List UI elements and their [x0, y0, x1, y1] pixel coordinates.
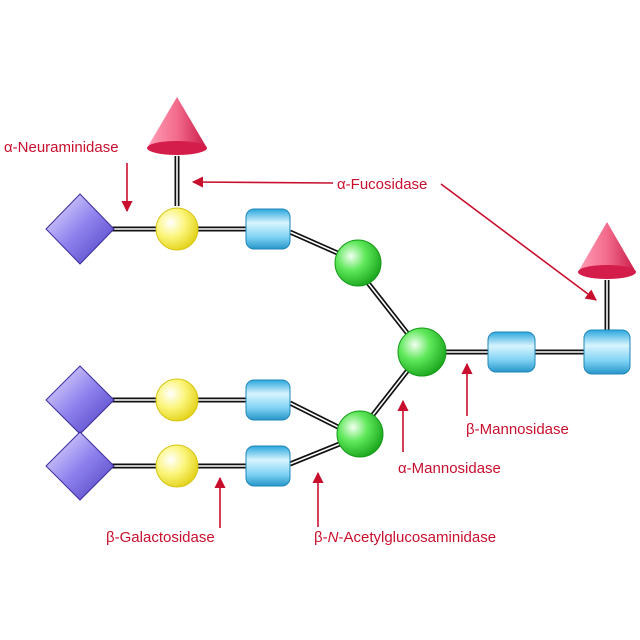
- alpha-mannosidase-label: α-Mannosidase: [398, 460, 501, 477]
- fucosidase-arrow-left: [191, 176, 334, 188]
- fucosidase-arrow-right: [440, 183, 597, 301]
- sialic-acid-diamond: [45, 365, 115, 435]
- bond: [366, 281, 410, 336]
- sialic-acid-diamond: [45, 431, 115, 501]
- bond: [370, 368, 410, 418]
- enzyme-arrows: [121, 163, 597, 528]
- fucose-cone: [147, 97, 207, 155]
- galactose-circle: [155, 444, 199, 488]
- mannose-circle: [397, 327, 447, 377]
- fucosidase-label: α-Fucosidase: [337, 176, 427, 193]
- sialic-acid-diamond: [45, 193, 115, 265]
- glycosidic-bonds: [112, 156, 610, 469]
- galactose-circle: [155, 207, 199, 251]
- glcnac-square: [245, 445, 291, 487]
- bond: [289, 440, 343, 467]
- bond: [288, 400, 342, 431]
- glcnac-square: [583, 329, 631, 375]
- beta-mannosidase-label: β-Mannosidase: [466, 421, 569, 438]
- sialic-acid-nodes: [45, 193, 115, 501]
- galactose-nodes: [155, 207, 199, 488]
- glcnac-square: [245, 379, 291, 421]
- galactose-circle: [155, 378, 199, 422]
- glcnac-nodes: [245, 208, 631, 487]
- glcnac-square: [487, 331, 536, 373]
- mannose-circle: [336, 410, 384, 458]
- fucose-cone: [578, 222, 636, 279]
- acetylglucosaminidase-label: β-N-Acetylglucosaminidase: [314, 529, 496, 546]
- galactosidase-label: β-Galactosidase: [106, 529, 215, 546]
- neuraminidase-label: α-Neuraminidase: [4, 139, 119, 156]
- mannose-nodes: [334, 239, 447, 458]
- enzyme-labels: α-Neuraminidase α-Fucosidase β-Mannosida…: [4, 139, 569, 546]
- glcnac-square: [245, 208, 291, 250]
- fucose-nodes: [147, 97, 636, 279]
- bond: [288, 229, 344, 258]
- mannose-circle: [334, 239, 382, 287]
